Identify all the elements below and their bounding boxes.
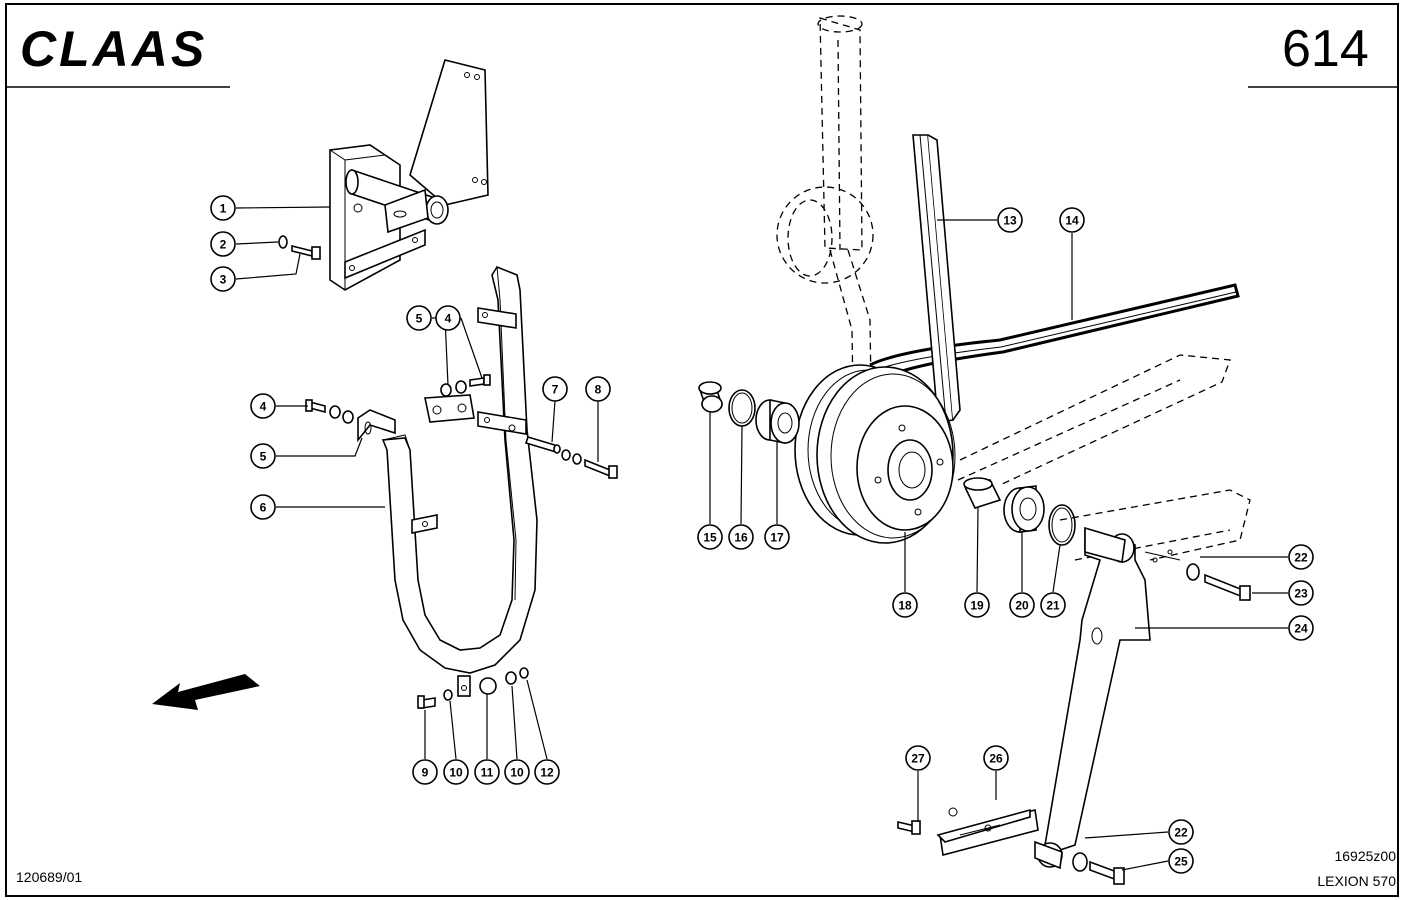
svg-text:22: 22: [1294, 551, 1308, 565]
brand-logo: CLAAS: [20, 21, 207, 77]
callout-15: 15: [697, 524, 723, 550]
callout-17: 17: [764, 524, 790, 550]
svg-text:4: 4: [260, 400, 267, 414]
svg-text:5: 5: [260, 450, 267, 464]
page-number: 614: [1282, 20, 1369, 78]
callout-14: 14: [1059, 207, 1085, 233]
svg-text:13: 13: [1003, 214, 1017, 228]
svg-text:24: 24: [1294, 622, 1308, 636]
model-label: LEXION 570: [1317, 873, 1396, 889]
svg-text:22: 22: [1174, 826, 1188, 840]
callout-3: 3: [210, 266, 236, 292]
callout-2: 2: [210, 231, 236, 257]
callout-9: 9: [412, 759, 438, 785]
callout-1: 1: [210, 195, 236, 221]
svg-text:10: 10: [449, 766, 463, 780]
callout-18: 18: [892, 592, 918, 618]
svg-text:27: 27: [911, 752, 925, 766]
svg-text:21: 21: [1046, 599, 1060, 613]
callout-7: 7: [542, 376, 568, 402]
pulley-drawing: [794, 364, 956, 544]
callout-21: 21: [1040, 592, 1066, 618]
callout-4-upper: 4: [435, 305, 461, 331]
callout-16: 16: [728, 524, 754, 550]
callout-22-lower: 22: [1168, 819, 1194, 845]
direction-arrow: [152, 674, 260, 710]
callout-12: 12: [534, 759, 560, 785]
callout-27: 27: [905, 745, 931, 771]
svg-text:10: 10: [510, 766, 524, 780]
svg-text:15: 15: [703, 531, 717, 545]
callout-19: 19: [964, 592, 990, 618]
svg-text:25: 25: [1174, 855, 1188, 869]
svg-text:4: 4: [445, 312, 452, 326]
callout-20: 20: [1009, 592, 1035, 618]
svg-text:16: 16: [734, 531, 748, 545]
svg-text:17: 17: [770, 531, 784, 545]
svg-text:2: 2: [220, 238, 227, 252]
callout-11: 11: [474, 759, 500, 785]
callout-24: 24: [1288, 615, 1314, 641]
callout-5-upper: 5: [406, 305, 432, 331]
callout-4-lower: 4: [250, 393, 276, 419]
svg-text:11: 11: [481, 766, 494, 780]
callout-10-a: 10: [443, 759, 469, 785]
svg-text:9: 9: [422, 766, 429, 780]
drawing-number-left: 120689/01: [16, 869, 82, 885]
callout-8: 8: [585, 376, 611, 402]
lever-arm-drawing: [1034, 526, 1251, 885]
guide-strap-drawing: [357, 266, 538, 697]
callout-5-lower: 5: [250, 443, 276, 469]
callout-13: 13: [997, 207, 1023, 233]
callout-23: 23: [1288, 580, 1314, 606]
callout-25: 25: [1168, 848, 1194, 874]
bearing-parts-drawing: [698, 381, 1076, 546]
callout-6: 6: [250, 494, 276, 520]
svg-text:18: 18: [898, 599, 912, 613]
svg-text:19: 19: [970, 599, 984, 613]
svg-text:20: 20: [1015, 599, 1029, 613]
svg-text:14: 14: [1065, 214, 1079, 228]
plate-26-drawing: [897, 807, 1039, 857]
drawing-number-right: 16925z00: [1334, 848, 1396, 864]
svg-text:3: 3: [220, 273, 227, 287]
callout-22-upper: 22: [1288, 544, 1314, 570]
svg-text:6: 6: [260, 501, 267, 515]
svg-text:7: 7: [552, 383, 559, 397]
svg-text:8: 8: [595, 383, 602, 397]
callout-10-b: 10: [504, 759, 530, 785]
svg-text:12: 12: [540, 766, 554, 780]
left-fasteners-drawing: [305, 374, 618, 709]
svg-text:23: 23: [1294, 587, 1308, 601]
callouts: 1 2 3 4 4 5 5 6 7 8 9 10 11 10 12 13 14 …: [210, 195, 1314, 874]
svg-text:26: 26: [989, 752, 1003, 766]
callout-26: 26: [983, 745, 1009, 771]
svg-text:5: 5: [416, 312, 423, 326]
mounting-bracket-drawing: [278, 59, 489, 291]
page-border: [5, 3, 1399, 897]
svg-text:1: 1: [220, 202, 227, 216]
belt-drawing: [869, 134, 1251, 561]
